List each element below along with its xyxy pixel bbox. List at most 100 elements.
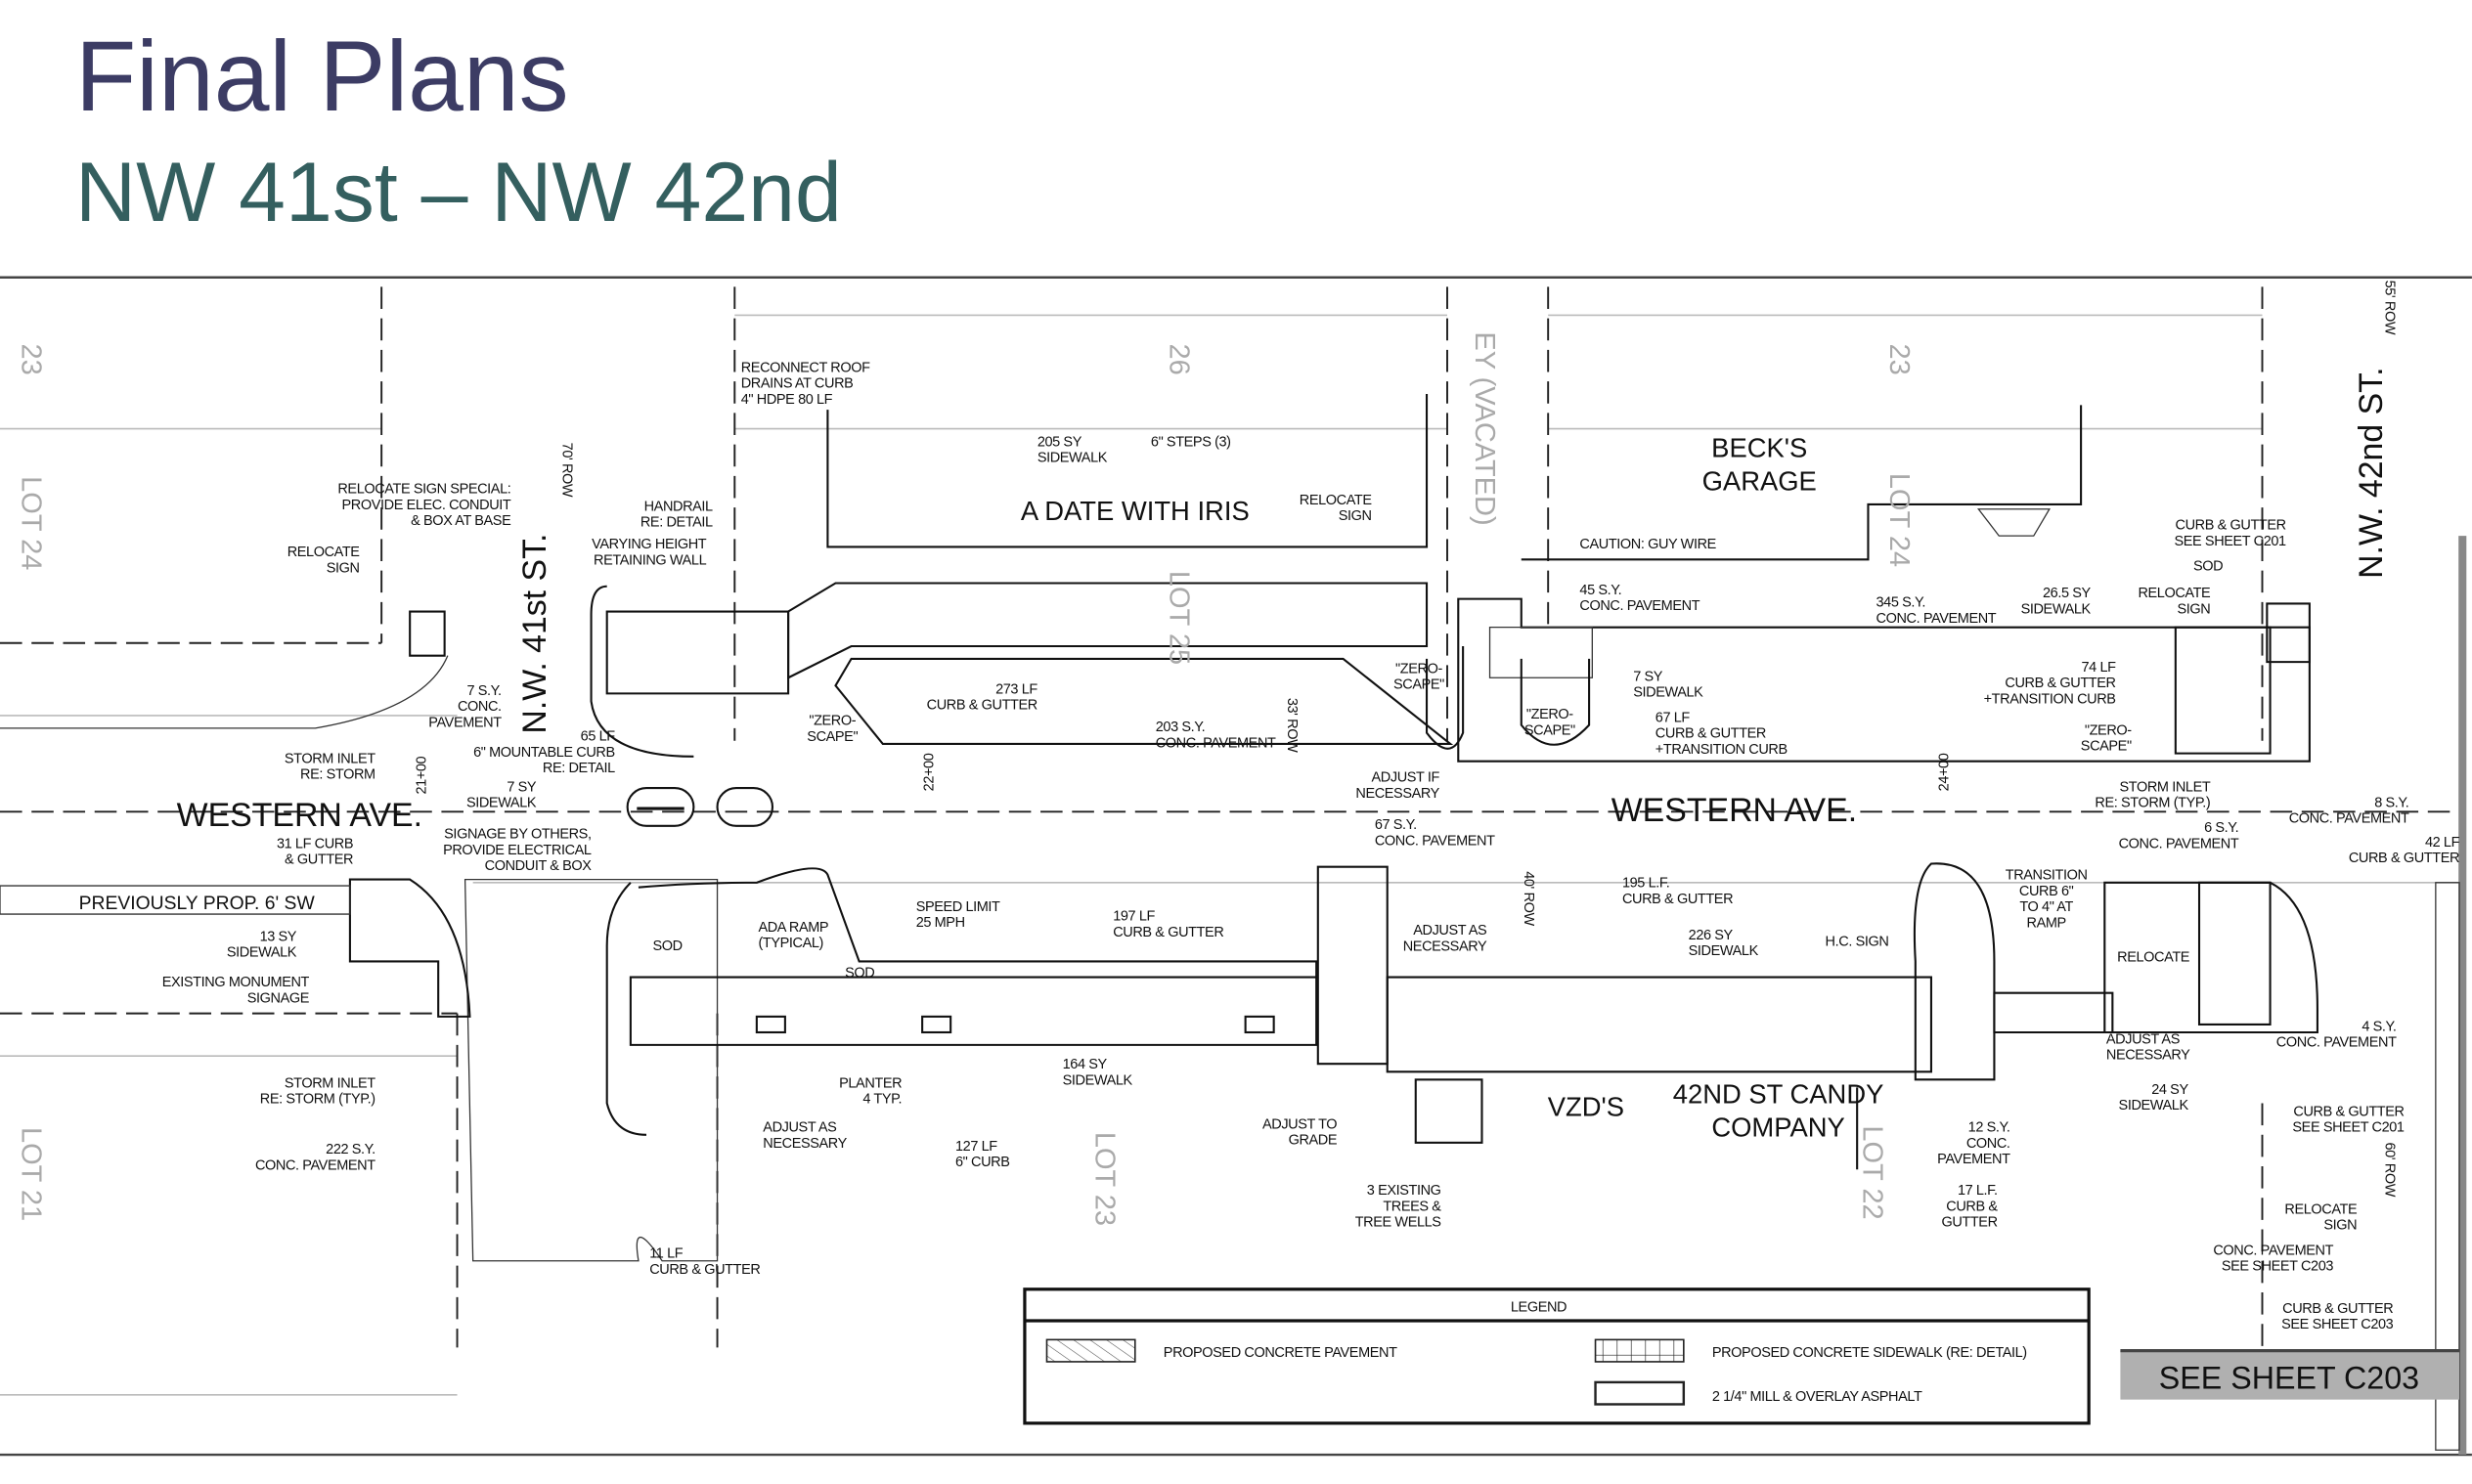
lot-label: LOT 24 bbox=[16, 476, 47, 570]
annotation-label: 17 L.F.CURB &GUTTER bbox=[1941, 1183, 1998, 1231]
legend-title: LEGEND bbox=[1511, 1299, 1567, 1315]
building-label: A DATE WITH IRIS bbox=[1021, 496, 1250, 526]
annotation-label: SOD bbox=[845, 966, 874, 982]
annotation-label: 203 S.Y.CONC. PAVEMENT bbox=[1156, 720, 1276, 751]
annotation-label: 6" STEPS (3) bbox=[1151, 434, 1231, 450]
row-label: 55' ROW bbox=[2381, 281, 2397, 335]
lot-lines bbox=[0, 314, 2460, 1396]
lot-label: LOT 23 bbox=[1088, 1132, 1120, 1226]
lot-label: LOT 22 bbox=[1857, 1125, 1888, 1219]
annotation-label: 8 S.Y.CONC. PAVEMENT bbox=[2289, 795, 2409, 826]
sheet-reference-label: SEE SHEET C203 bbox=[2159, 1360, 2419, 1395]
annotation-label: 12 S.Y.CONC.PAVEMENT bbox=[1937, 1120, 2010, 1168]
annotation-label: SOD bbox=[652, 938, 682, 954]
legend-item-label: PROPOSED CONCRETE SIDEWALK (RE: DETAIL) bbox=[1712, 1345, 2027, 1361]
legend-blank-swatch bbox=[1594, 1380, 1686, 1406]
station-label: 22+00 bbox=[921, 753, 937, 791]
row-label: 70' ROW bbox=[559, 443, 575, 498]
annotation-label: 7 S.Y.CONC.PAVEMENT bbox=[428, 683, 502, 731]
annotation-label: 6 S.Y.CONC. PAVEMENT bbox=[2119, 820, 2239, 851]
legend-item-label: 2 1/4" MILL & OVERLAY ASPHALT bbox=[1712, 1389, 1922, 1405]
building-label: GARAGE bbox=[1702, 465, 1817, 496]
sheet-reference: SEE SHEET C203 bbox=[2120, 1349, 2460, 1400]
row-label: 40' ROW bbox=[1521, 871, 1536, 926]
street-label: WESTERN AVE. bbox=[1611, 792, 1857, 829]
legend-grid-swatch bbox=[1594, 1338, 1685, 1363]
lot-label: EY (VACATED) bbox=[1469, 331, 1500, 525]
station-label: 24+00 bbox=[1937, 753, 1953, 791]
annotation-label: "ZERO-SCAPE" bbox=[2081, 722, 2132, 754]
lot-label: 26 bbox=[1163, 343, 1194, 374]
station-label: 21+00 bbox=[414, 757, 429, 795]
property-lines bbox=[0, 286, 2460, 1348]
annotation-label: "ZERO-SCAPE" bbox=[1524, 707, 1575, 738]
legend-item-label: PROPOSED CONCRETE PAVEMENT bbox=[1164, 1345, 1397, 1361]
annotation-label: RELOCATE SIGN SPECIAL:PROVIDE ELEC. COND… bbox=[337, 482, 511, 530]
annotation-label: "ZERO-SCAPE" bbox=[1393, 661, 1444, 692]
building-label: 42ND ST CANDY bbox=[1673, 1079, 1884, 1110]
street-label: N.W. 41st ST. bbox=[516, 534, 553, 734]
annotation-label: CAUTION: GUY WIRE bbox=[1579, 537, 1716, 552]
lot-label: LOT 24 bbox=[1883, 473, 1915, 567]
north-improvements bbox=[0, 582, 2311, 827]
building-outlines bbox=[826, 394, 2083, 1170]
annotation-label: 4 S.Y.CONC. PAVEMENT bbox=[2276, 1019, 2397, 1050]
page-subtitle: NW 41st – NW 42nd bbox=[75, 146, 842, 240]
legend: LEGEND PROPOSED CONCRETE PAVEMENT PROPOS… bbox=[1023, 1288, 2091, 1425]
lot-label: LOT 25 bbox=[1163, 571, 1194, 665]
annotation-label: RELOCATE bbox=[2117, 949, 2190, 965]
lot-label: LOT 21 bbox=[16, 1127, 47, 1221]
building-label: VZD'S bbox=[1548, 1091, 1624, 1121]
street-label: WESTERN AVE. bbox=[177, 797, 422, 834]
page-title: Final Plans bbox=[75, 21, 569, 132]
building-label: BECK'S bbox=[1711, 433, 1807, 463]
street-label: N.W. 42nd ST. bbox=[2353, 367, 2390, 578]
street-label: PREVIOUSLY PROP. 6' SW bbox=[79, 893, 316, 914]
annotation-label: 31 LF CURB& GUTTER bbox=[277, 836, 353, 867]
annotation-label: 345 S.Y.CONC. PAVEMENT bbox=[1876, 595, 1997, 627]
lot-label: 23 bbox=[16, 343, 47, 374]
annotation-label: 195 L.F.CURB & GUTTER bbox=[1622, 876, 1733, 907]
annotation-label: SOD bbox=[2193, 559, 2223, 575]
annotation-label: "ZERO-SCAPE" bbox=[807, 714, 858, 745]
